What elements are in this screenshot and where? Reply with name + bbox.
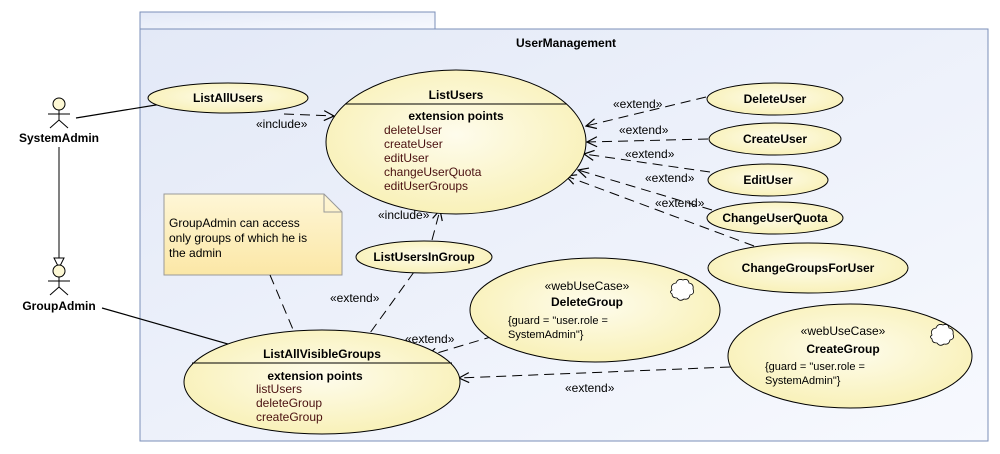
actor-systemadmin-label: SystemAdmin: [19, 131, 99, 145]
usecase-listusers-label: ListUsers: [429, 88, 484, 102]
actor-groupadmin[interactable]: GroupAdmin: [22, 264, 96, 313]
cloud-icon: [670, 279, 694, 301]
usecase-listusersingroup-label: ListUsersInGroup: [373, 250, 474, 264]
listusers-point-1: deleteUser: [384, 123, 442, 137]
listusers-point-4: changeUserQuota: [384, 165, 482, 179]
actor-systemadmin[interactable]: SystemAdmin: [19, 97, 99, 145]
label-extend-deleteuser: «extend»: [613, 97, 663, 111]
usecase-edituser[interactable]: EditUser: [707, 163, 829, 197]
usecase-changeuserquota-label: ChangeUserQuota: [722, 211, 828, 225]
label-extend-edituser: «extend»: [625, 147, 675, 161]
usecase-deleteuser[interactable]: DeleteUser: [706, 82, 844, 116]
listusers-point-3: editUser: [384, 151, 429, 165]
extend-changegroupsforuser: [566, 176, 755, 247]
deletegroup-condition-2: SystemAdmin"}: [508, 329, 584, 341]
note-line-2: only groups of which he is: [169, 231, 307, 245]
label-extend-creategroup: «extend»: [565, 381, 615, 395]
creategroup-condition-2: SystemAdmin"}: [765, 375, 841, 387]
deletegroup-stereotype: «webUseCase»: [545, 279, 630, 293]
usecase-listusersingroup[interactable]: ListUsersInGroup: [355, 240, 493, 274]
listallvisiblegroups-point-1: listUsers: [256, 382, 302, 396]
actor-groupadmin-label: GroupAdmin: [22, 299, 95, 313]
listallvisiblegroups-point-3: createGroup: [256, 410, 323, 424]
usecase-createuser-label: CreateUser: [743, 132, 807, 146]
usecase-creategroup[interactable]: «webUseCase» CreateGroup {guard = "user.…: [727, 303, 973, 409]
note[interactable]: GroupAdmin can access only groups of whi…: [163, 193, 343, 276]
extend-creategroup: [459, 366, 731, 378]
usecase-listallvisiblegroups[interactable]: ListAllVisibleGroups extension points li…: [183, 329, 461, 435]
include-listallusers-listusers: [283, 114, 334, 116]
usecase-changegroupsforuser[interactable]: ChangeGroupsForUser: [707, 242, 909, 294]
label-include-1: «include»: [256, 117, 308, 131]
usecase-deletegroup-label: DeleteGroup: [551, 295, 623, 309]
label-extend-listusersingroup: «extend»: [330, 291, 380, 305]
usecase-createuser[interactable]: CreateUser: [708, 122, 842, 156]
actor-stickman-icon: [48, 264, 70, 296]
label-extend-createuser: «extend»: [619, 123, 669, 137]
label-extend-changeuserquota: «extend»: [645, 171, 695, 185]
listusers-point-2: createUser: [384, 137, 443, 151]
actor-stickman-icon: [48, 97, 70, 129]
package-title: UserManagement: [516, 36, 616, 50]
extend-deleteuser: [586, 96, 707, 126]
creategroup-stereotype: «webUseCase»: [801, 324, 886, 338]
include-listusersingroup-listusers: [431, 210, 440, 241]
usecase-changegroupsforuser-label: ChangeGroupsForUser: [742, 261, 875, 275]
usecase-listallusers-label: ListAllUsers: [193, 91, 263, 105]
listusers-point-5: editUserGroups: [384, 179, 468, 193]
usecase-edituser-label: EditUser: [743, 173, 793, 187]
deletegroup-condition-1: {guard = "user.role =: [508, 315, 608, 327]
label-include-2: «include»: [378, 208, 430, 222]
cloud-icon: [930, 324, 954, 346]
note-line-1: GroupAdmin can access: [169, 216, 300, 230]
relation-lines: [283, 96, 755, 378]
usecase-deleteuser-label: DeleteUser: [744, 92, 807, 106]
creategroup-condition-1: {guard = "user.role =: [765, 361, 865, 373]
usecase-listallusers[interactable]: ListAllUsers: [147, 82, 309, 114]
extend-changeuserquota: [578, 170, 713, 211]
listallvisiblegroups-point-2: deleteGroup: [256, 396, 322, 410]
note-line-3: the admin: [169, 246, 222, 260]
label-extend-changegroupsforuser: «extend»: [655, 196, 705, 210]
listallvisiblegroups-extension-points-title: extension points: [267, 369, 363, 383]
extend-deletegroup: [427, 335, 495, 356]
usecase-listusers[interactable]: ListUsers extension points deleteUser cr…: [325, 69, 587, 215]
usecase-listallvisiblegroups-label: ListAllVisibleGroups: [263, 347, 381, 361]
listusers-extension-points-title: extension points: [408, 109, 504, 123]
extend-createuser: [587, 139, 709, 142]
usecase-changeuserquota[interactable]: ChangeUserQuota: [706, 201, 844, 235]
label-extend-deletegroup: «extend»: [405, 332, 455, 346]
usecase-deletegroup[interactable]: «webUseCase» DeleteGroup {guard = "user.…: [469, 257, 721, 363]
extend-edituser: [584, 154, 711, 173]
usecase-creategroup-label: CreateGroup: [806, 342, 879, 356]
link-systemadmin-listallusers: [75, 103, 163, 119]
